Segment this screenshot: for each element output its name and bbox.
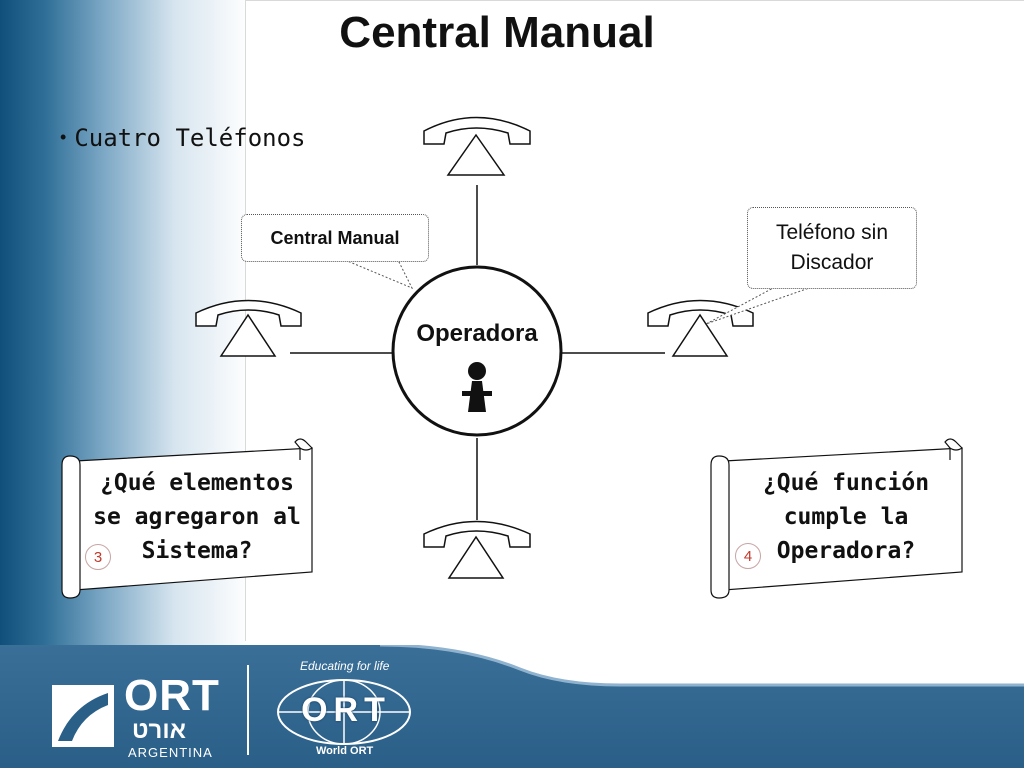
phone-right-icon (647, 299, 754, 357)
callout-phone-line1: Teléfono sin (775, 221, 889, 244)
phone-bottom-icon (423, 520, 531, 579)
world-ort-logo-sub: World ORT (316, 745, 374, 757)
scroll-left-text: ¿Qué elementos se agregaron al Sistema? (84, 466, 310, 568)
scroll-right-shape (710, 438, 963, 599)
callout-phone-line2: Discador (790, 251, 874, 274)
bullet-dot-icon: • (60, 127, 67, 147)
operator-label: Operadora (416, 320, 538, 347)
slide-title: Central Manual (339, 8, 655, 57)
operator-circle (391, 265, 563, 437)
scroll-left-line1: ¿Qué elementos (100, 470, 294, 496)
phone-top-icon (423, 116, 531, 176)
bullet-text: Cuatro Teléfonos (74, 124, 306, 152)
slide-badge-3: 3 (85, 544, 111, 570)
scroll-left-line2: se agregaron al (93, 504, 301, 530)
footer-divider (247, 665, 249, 755)
callout-central-manual: Central Manual (241, 214, 429, 262)
scroll-right-text: ¿Qué función cumple la Operadora? (733, 466, 959, 568)
callout-phone-no-dialer: Teléfono sin Discador (747, 207, 917, 289)
phone-left-icon (195, 299, 302, 357)
scroll-right-line3: Operadora? (776, 538, 916, 564)
scroll-left-line3: Sistema? (141, 538, 253, 564)
callout-central-pointer (344, 259, 414, 289)
scroll-right-line1: ¿Qué función (762, 470, 930, 496)
footer-swoosh (0, 645, 1024, 687)
world-ort-tagline: Educating for life (300, 659, 390, 673)
ort-argentina-emblem-icon (52, 685, 114, 747)
ort-argentina-logo-country: ARGENTINA (128, 745, 213, 760)
bullet-item: • Cuatro Teléfonos (60, 124, 306, 152)
callout-phone-pointer (705, 286, 813, 325)
ort-argentina-logo-main: ORT (124, 671, 220, 720)
world-ort-logo-main: ORT (301, 691, 391, 729)
world-ort-globe-icon (277, 679, 411, 745)
scroll-right-line2: cumple la (783, 504, 909, 530)
footer-band: ORT אורט ARGENTINA Educating for life OR… (0, 645, 1024, 768)
ort-argentina-logo-hebrew: אורט (132, 717, 186, 744)
operator-figure-icon (462, 362, 492, 412)
scroll-left-shape (61, 438, 313, 599)
slide-badge-4: 4 (735, 543, 761, 569)
